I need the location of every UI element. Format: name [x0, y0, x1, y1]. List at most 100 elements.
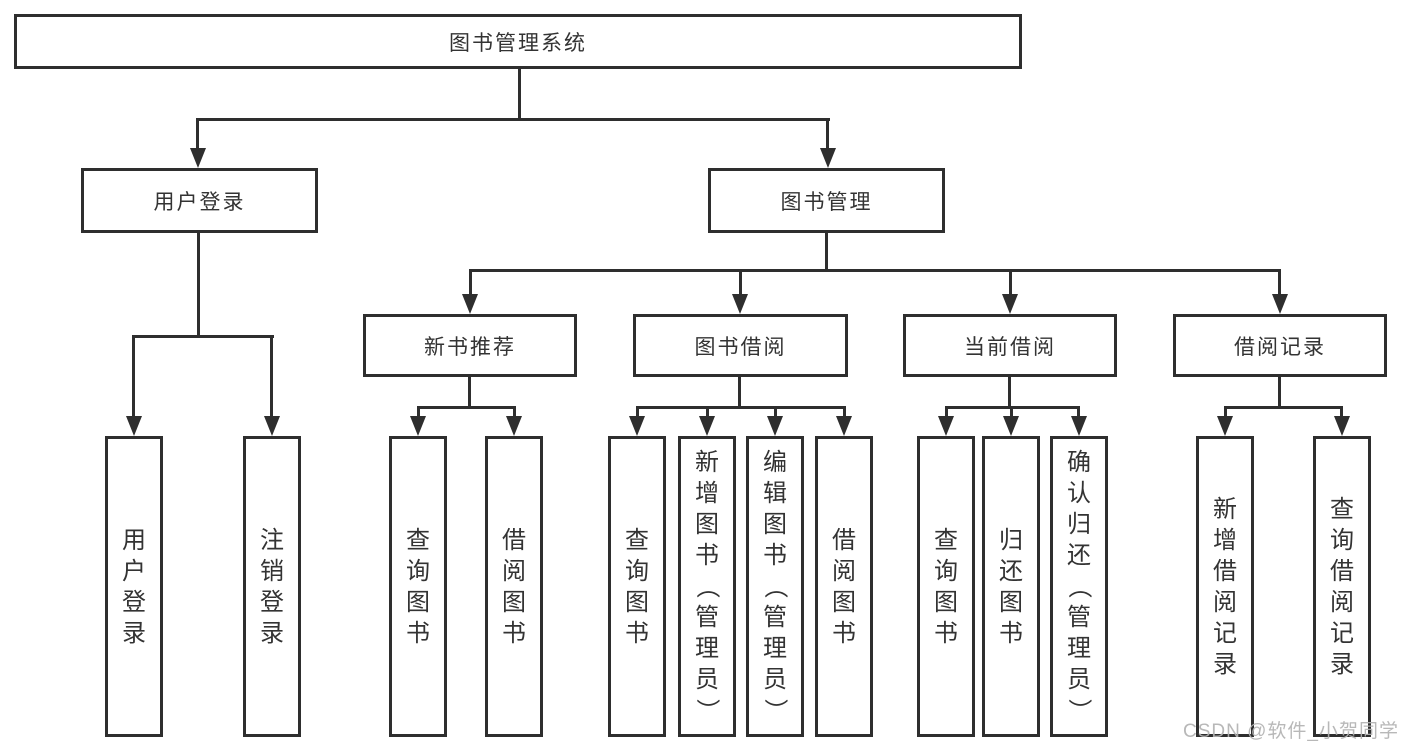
vertical-char: 员 — [1067, 666, 1091, 693]
node-current-borrowing: 当前借阅 — [903, 314, 1117, 377]
vertical-char: 还 — [999, 557, 1023, 585]
node-user-login: 用户登录 — [81, 168, 318, 233]
node-bb-borrow-books: 借阅图书 — [815, 436, 873, 737]
vertical-char: 询 — [934, 557, 958, 585]
vertical-char: （ — [761, 574, 789, 599]
vertical-char: 还 — [1067, 542, 1091, 569]
vertical-char: 询 — [625, 557, 649, 585]
edge-line — [133, 335, 274, 338]
node-library-system: 图书管理系统 — [14, 14, 1022, 69]
edge-line — [1009, 269, 1012, 294]
vertical-char: 阅 — [832, 557, 856, 585]
vertical-char: 用 — [122, 526, 146, 554]
vertical-char: 查 — [934, 526, 958, 554]
vertical-char: 归 — [999, 526, 1023, 554]
vertical-char: 管 — [1067, 604, 1091, 631]
vertical-char: 登 — [260, 588, 284, 616]
edge-line — [1224, 406, 1343, 409]
vertical-char: 增 — [1213, 526, 1237, 554]
vertical-char: 借 — [502, 526, 526, 554]
arrow-down-icon — [629, 416, 645, 436]
arrow-down-icon — [836, 416, 852, 436]
node-logout: 注销登录 — [243, 436, 301, 737]
edge-line — [706, 406, 709, 416]
vertical-char: 书 — [832, 619, 856, 647]
arrow-down-icon — [190, 148, 206, 168]
vertical-char: 查 — [625, 526, 649, 554]
arrow-down-icon — [1002, 294, 1018, 314]
vertical-char: 录 — [1330, 650, 1354, 678]
edge-line — [196, 118, 830, 121]
vertical-char: ） — [1065, 698, 1093, 723]
vertical-char: 图 — [406, 588, 430, 616]
arrow-down-icon — [1071, 416, 1087, 436]
vertical-char: 阅 — [502, 557, 526, 585]
arrow-down-icon — [264, 416, 280, 436]
vertical-char: 归 — [1067, 511, 1091, 538]
vertical-char: 管 — [695, 604, 719, 631]
edge-line — [417, 406, 515, 409]
vertical-char: 图 — [625, 588, 649, 616]
vertical-char: 书 — [625, 619, 649, 647]
edge-line — [468, 377, 471, 406]
vertical-char: 员 — [763, 666, 787, 693]
node-cb-return-books: 归还图书 — [982, 436, 1040, 737]
node-cb-confirm-return-admin: 确认归还（管理员） — [1050, 436, 1108, 737]
edge-line — [1340, 406, 1343, 416]
edge-line — [513, 406, 516, 416]
csdn-watermark: CSDN @软件_小贺同学 — [1183, 721, 1399, 742]
vertical-char: 确 — [1067, 449, 1091, 476]
node-bb-edit-books-admin: 编辑图书（管理员） — [746, 436, 804, 737]
node-book-borrowing: 图书借阅 — [633, 314, 848, 377]
edge-line — [196, 118, 199, 150]
vertical-char: ） — [761, 698, 789, 723]
vertical-char: 编 — [763, 449, 787, 476]
vertical-char: 书 — [406, 619, 430, 647]
vertical-char: 借 — [1213, 557, 1237, 585]
node-bb-query-books: 查询图书 — [608, 436, 666, 737]
vertical-char: 认 — [1067, 480, 1091, 507]
node-br-add-record: 新增借阅记录 — [1196, 436, 1254, 737]
node-br-query-record: 查询借阅记录 — [1313, 436, 1371, 737]
vertical-char: 录 — [260, 619, 284, 647]
edge-line — [843, 406, 846, 416]
edge-line — [1077, 406, 1080, 416]
vertical-char: 图 — [763, 511, 787, 538]
node-cb-query-books: 查询图书 — [917, 436, 975, 737]
arrow-down-icon — [732, 294, 748, 314]
node-borrowing-records: 借阅记录 — [1173, 314, 1387, 377]
arrow-down-icon — [462, 294, 478, 314]
vertical-char: 管 — [763, 604, 787, 631]
edge-line — [197, 233, 200, 335]
vertical-char: 借 — [1330, 557, 1354, 585]
vertical-char: ） — [693, 698, 721, 723]
vertical-char: 书 — [999, 619, 1023, 647]
node-nb-query-books: 查询图书 — [389, 436, 447, 737]
arrow-down-icon — [1217, 416, 1233, 436]
edge-line — [1278, 269, 1281, 294]
vertical-char: 书 — [934, 619, 958, 647]
vertical-char: 销 — [260, 557, 284, 585]
arrow-down-icon — [699, 416, 715, 436]
vertical-char: 询 — [1330, 526, 1354, 554]
vertical-char: 图 — [999, 588, 1023, 616]
arrow-down-icon — [506, 416, 522, 436]
node-bb-add-books-admin: 新增图书（管理员） — [678, 436, 736, 737]
edge-line — [469, 269, 472, 294]
vertical-char: 理 — [1067, 635, 1091, 662]
vertical-char: 书 — [763, 542, 787, 569]
node-new-book-recommend: 新书推荐 — [363, 314, 577, 377]
edge-line — [1010, 406, 1013, 416]
vertical-char: 理 — [695, 635, 719, 662]
vertical-char: 书 — [695, 542, 719, 569]
vertical-char: 登 — [122, 588, 146, 616]
edge-line — [738, 377, 741, 406]
edge-line — [636, 406, 845, 409]
edge-line — [469, 269, 1281, 272]
vertical-char: 图 — [502, 588, 526, 616]
vertical-char: 录 — [1213, 650, 1237, 678]
vertical-char: 查 — [1330, 495, 1354, 523]
edge-line — [739, 269, 742, 294]
arrow-down-icon — [1334, 416, 1350, 436]
